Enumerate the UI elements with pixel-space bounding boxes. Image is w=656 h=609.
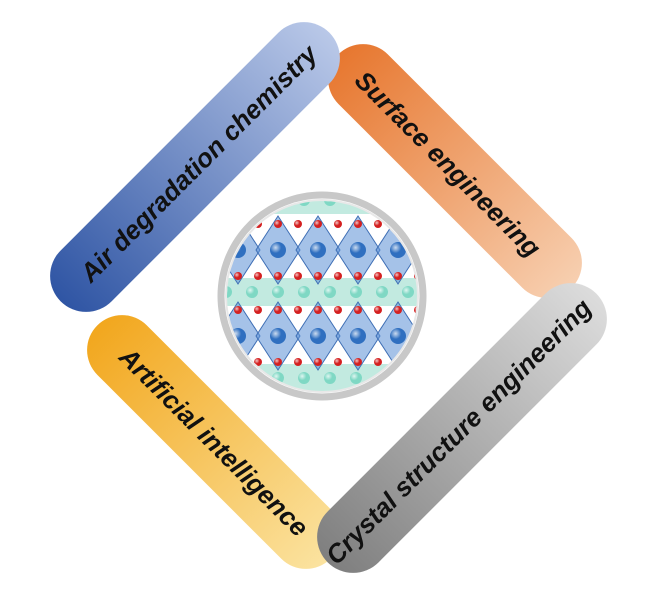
alkali-atom-highlight (246, 286, 258, 298)
oxygen-atom-highlight (274, 358, 282, 366)
band-crystal-structure-engineering-shape (317, 283, 607, 573)
alkali-atom-highlight (298, 372, 310, 384)
oxygen-atom-highlight (234, 272, 242, 280)
oxygen-atom-highlight (334, 220, 342, 228)
transition-metal-atom-highlight (350, 242, 366, 258)
alkali-atom-highlight (324, 372, 336, 384)
transition-metal-atom-highlight (310, 328, 326, 344)
crystal-structure-illustration (214, 191, 427, 401)
oxygen-atom-highlight (314, 272, 322, 280)
alkali-atom-highlight (402, 286, 414, 298)
alkali-atom-highlight (272, 286, 284, 298)
band-surface-engineering-shape (328, 44, 582, 298)
oxygen-atom-highlight (314, 220, 322, 228)
oxygen-atom-highlight (394, 272, 402, 280)
alkali-atom-highlight (226, 286, 232, 298)
oxygen-atom-highlight (254, 272, 262, 280)
transition-metal-atom-highlight (390, 328, 406, 344)
alkali-atom-highlight (226, 372, 232, 384)
oxygen-atom-highlight (354, 358, 362, 366)
oxygen-atom-highlight (294, 306, 302, 314)
oxygen-atom (214, 358, 222, 366)
oxygen-atom-highlight (274, 220, 282, 228)
oxygen-atom-highlight (354, 272, 362, 280)
band-air-degradation-chemistry-shape (50, 22, 340, 312)
band-artificial-intelligence-shape (87, 315, 341, 569)
oxygen-atom-highlight (354, 220, 362, 228)
oxygen-atom (234, 220, 242, 228)
oxygen-atom-highlight (394, 306, 402, 314)
oxygen-atom-highlight (374, 220, 382, 228)
alkali-atom-highlight (350, 372, 362, 384)
alkali-atom-highlight (350, 286, 362, 298)
alkali-atom-highlight (402, 200, 414, 206)
oxygen-atom-highlight (314, 358, 322, 366)
alkali-atom-highlight (376, 286, 388, 298)
oxygen-atom-highlight (374, 306, 382, 314)
alkali-atom-highlight (246, 200, 258, 206)
oxygen-atom-highlight (234, 306, 242, 314)
oxygen-atom-highlight (214, 220, 222, 228)
oxygen-atom-highlight (414, 220, 418, 228)
alkali-atom-highlight (376, 200, 388, 206)
oxygen-atom (414, 358, 418, 366)
oxygen-atom-highlight (414, 358, 418, 366)
oxygen-atom-highlight (334, 272, 342, 280)
oxygen-atom-highlight (214, 358, 222, 366)
oxygen-atom-highlight (354, 306, 362, 314)
alkali-atom (246, 200, 258, 206)
oxygen-atom-highlight (254, 306, 262, 314)
oxygen-atom-highlight (294, 272, 302, 280)
alkali-atom (402, 200, 414, 206)
alkali-atom-highlight (298, 286, 310, 298)
alkali-atom-highlight (324, 200, 336, 206)
oxygen-atom-highlight (294, 358, 302, 366)
oxygen-atom-highlight (334, 358, 342, 366)
oxygen-atom-highlight (374, 272, 382, 280)
alkali-atom-highlight (402, 372, 414, 384)
oxygen-atom (414, 220, 418, 228)
crystal-frame-inner-ring (225, 199, 419, 393)
oxygen-atom (214, 220, 222, 228)
transition-metal-atom-highlight (270, 242, 286, 258)
oxygen-atom-highlight (314, 306, 322, 314)
oxygen-atom-highlight (374, 358, 382, 366)
transition-metal-atom-highlight (390, 242, 406, 258)
oxygen-atom-highlight (294, 220, 302, 228)
transition-metal-atom-highlight (350, 328, 366, 344)
alkali-atom (376, 200, 388, 206)
oxygen-atom-highlight (334, 306, 342, 314)
oxygen-atom-highlight (234, 220, 242, 228)
oxygen-atom-highlight (274, 306, 282, 314)
alkali-atom-highlight (324, 286, 336, 298)
alkali-atom (402, 372, 414, 384)
alkali-atom (226, 200, 232, 206)
alkali-atom (226, 372, 232, 384)
alkali-atom-highlight (226, 200, 232, 206)
transition-metal-atom-highlight (270, 328, 286, 344)
oxygen-atom-highlight (274, 272, 282, 280)
oxygen-atom-highlight (254, 358, 262, 366)
transition-metal-atom-highlight (310, 242, 326, 258)
